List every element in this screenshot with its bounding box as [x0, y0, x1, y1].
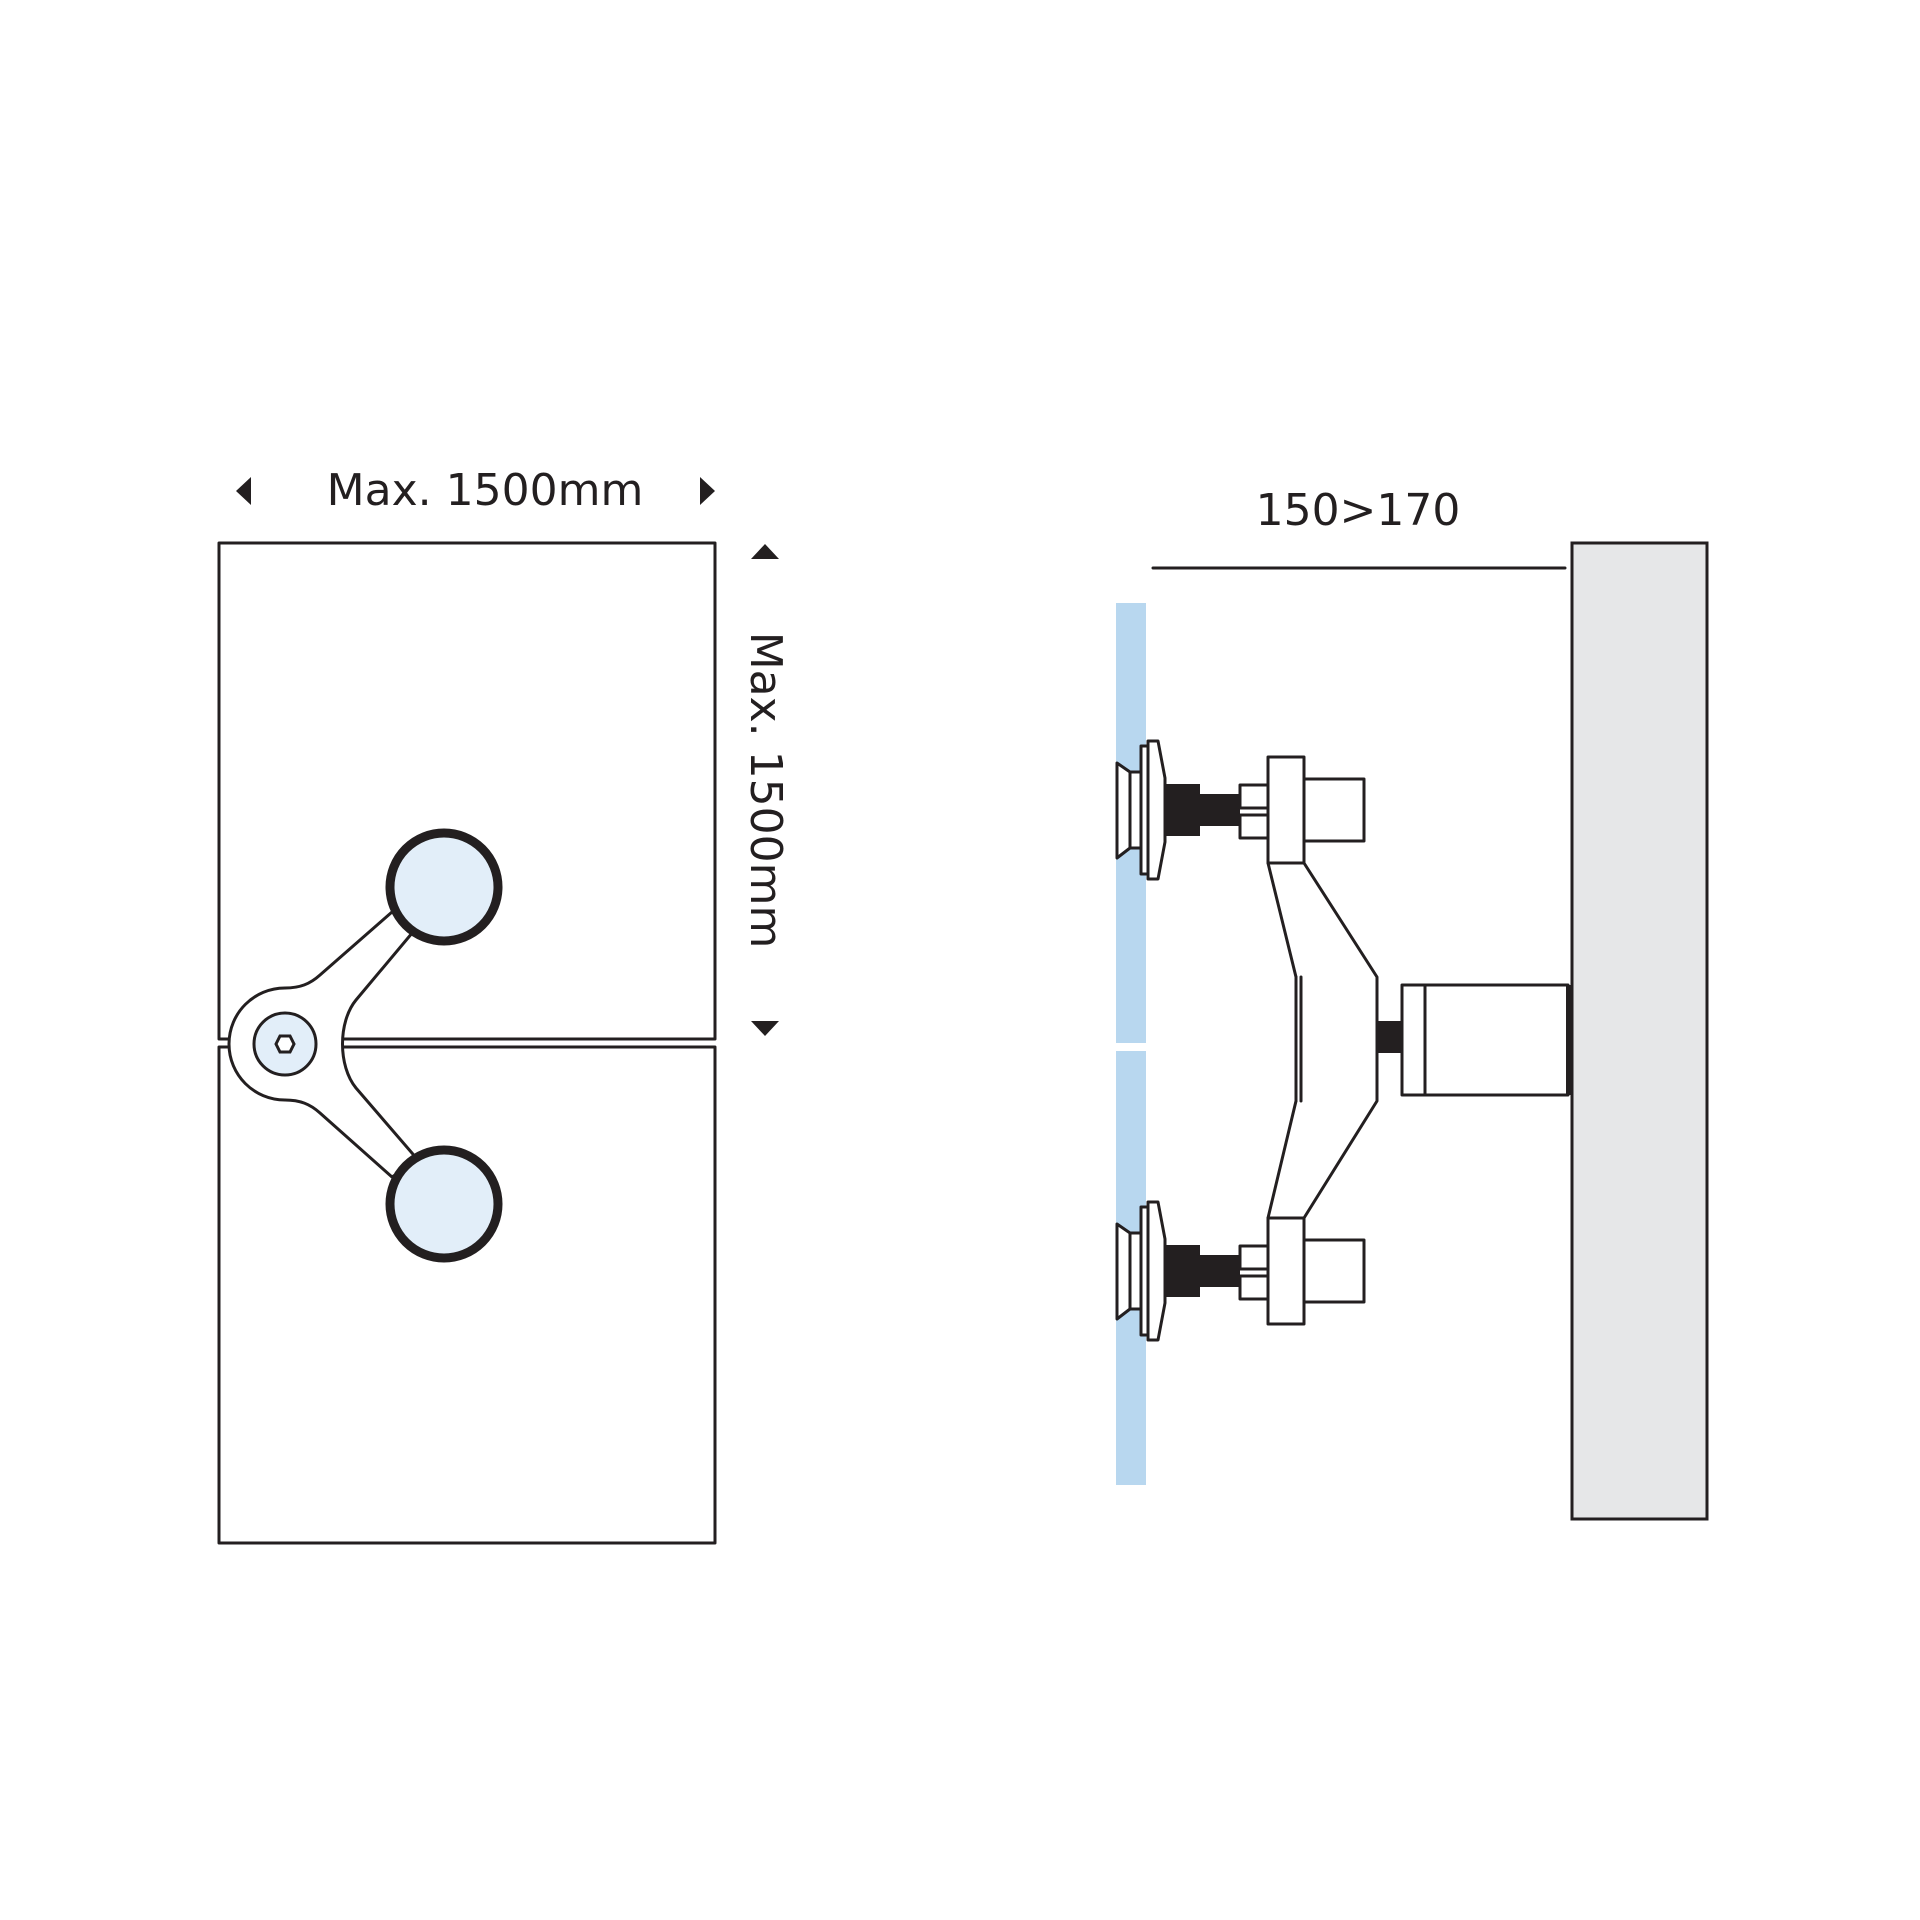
nut-lower	[1238, 813, 1270, 840]
bolt-shaft	[1200, 1255, 1240, 1287]
threaded-bolt	[1165, 784, 1200, 836]
arm-end-block	[1266, 755, 1306, 865]
routel-fitting-top	[1115, 739, 1366, 881]
depth-label: 150>170	[1256, 485, 1461, 536]
countersunk-head	[1115, 1222, 1132, 1321]
wall-bracket-collar	[1400, 983, 1427, 1097]
spider-arm-profile	[1266, 861, 1379, 1220]
width-label: Max. 1500mm	[327, 465, 644, 516]
cap-flange	[1146, 739, 1167, 881]
arrow-right-icon	[700, 477, 715, 505]
point-fixing-bottom	[385, 1145, 503, 1263]
nut-lower	[1238, 1274, 1270, 1301]
nut-upper	[1238, 1244, 1270, 1271]
front-view: Max. 1500mm Max. 1500mm	[217, 465, 791, 1545]
arm-end-cap	[1302, 1238, 1366, 1304]
wall-bracket-body	[1423, 983, 1570, 1097]
arm-end-cap	[1302, 777, 1366, 843]
wall-bracket-plate	[1566, 985, 1572, 1095]
hex-bolt-icon	[274, 1034, 296, 1054]
arrow-up-icon	[751, 544, 779, 559]
side-view: 150>170	[1115, 485, 1709, 1521]
wall	[1570, 541, 1709, 1521]
glass-panel-top	[217, 541, 717, 1041]
height-dimension: Max. 1500mm	[740, 544, 791, 1036]
nut-upper	[1238, 783, 1270, 810]
arrow-down-icon	[751, 1021, 779, 1036]
spider-arm	[227, 910, 420, 1179]
height-label: Max. 1500mm	[740, 632, 791, 949]
glass-panel-bottom	[217, 1045, 717, 1545]
threaded-bolt	[1165, 1245, 1200, 1297]
connector-bolt	[1377, 1021, 1402, 1053]
cap-flange	[1146, 1200, 1167, 1342]
countersunk-head	[1115, 761, 1132, 860]
point-fixing-top	[385, 828, 503, 946]
routel-fitting-bottom	[1115, 1200, 1366, 1342]
width-dimension: Max. 1500mm	[236, 465, 715, 516]
arm-end-block	[1266, 1216, 1306, 1326]
depth-dimension: 150>170	[1151, 485, 1567, 570]
arrow-left-icon	[236, 477, 251, 505]
bolt-shaft	[1200, 794, 1240, 826]
